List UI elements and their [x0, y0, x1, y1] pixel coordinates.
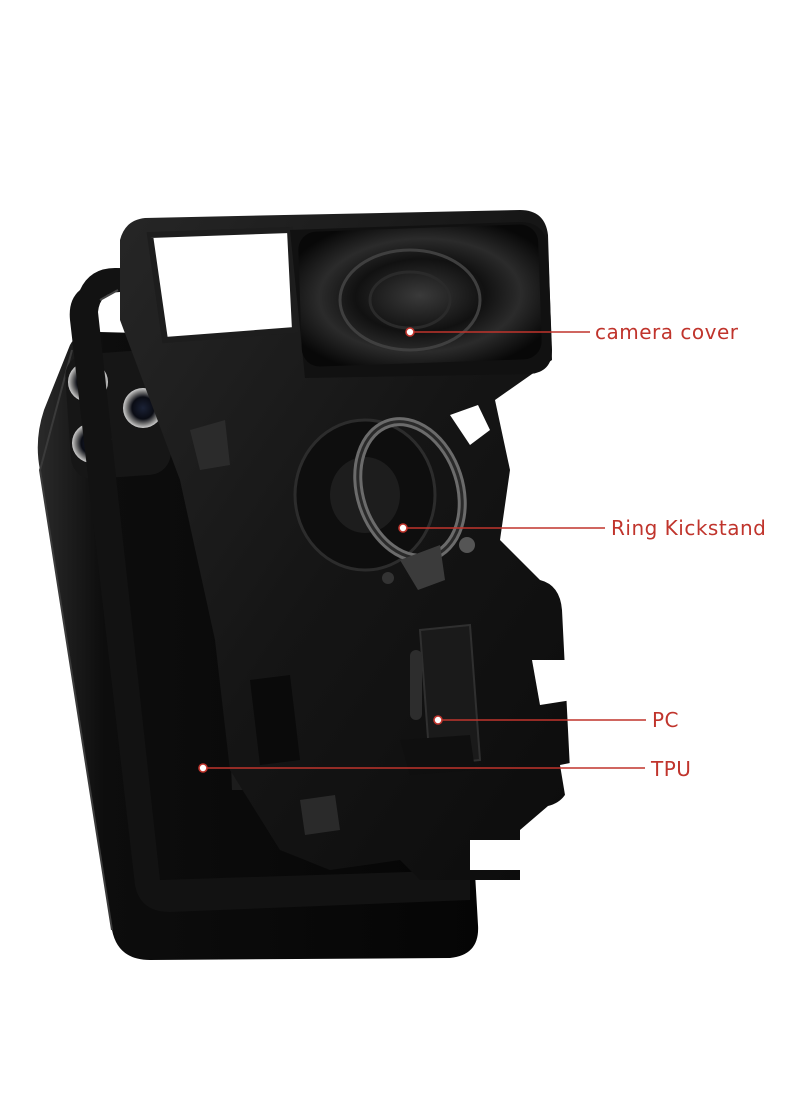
- camera-cover-slider: [290, 222, 552, 378]
- callout-label-tpu: TPU: [651, 757, 692, 781]
- callout-label-pc: PC: [652, 708, 680, 732]
- callout-dot-pc: [433, 715, 443, 725]
- callout-label-ring-kickstand: Ring Kickstand: [611, 516, 767, 540]
- callout-dot-ring: [398, 523, 408, 533]
- callout-label-camera-cover: camera cover: [595, 320, 739, 344]
- callout-dot-tpu: [198, 763, 208, 773]
- ring-kickstand: [293, 417, 475, 590]
- callout-lines: [198, 327, 646, 773]
- callout-dot-camera: [405, 327, 415, 337]
